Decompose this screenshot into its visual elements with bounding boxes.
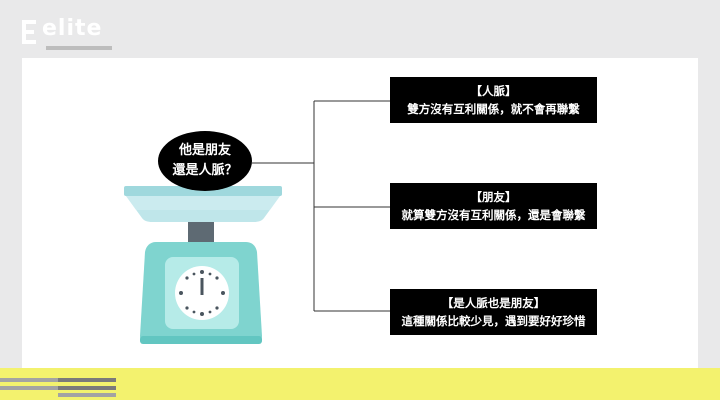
label-box-title: 【人脈】 xyxy=(470,84,517,98)
decor-line xyxy=(0,386,58,390)
center-question-line1: 他是朋友 xyxy=(178,143,231,158)
decor-line xyxy=(58,378,116,382)
label-box-body: 這種關係比較少見，遇到要好好珍惜 xyxy=(401,314,586,328)
connector-lines xyxy=(252,100,390,312)
center-question-line2: 還是人脈？ xyxy=(172,163,238,178)
label-box-title: 【是人脈也是朋友】 xyxy=(441,296,546,310)
center-question-bubble: 他是朋友 還是人脈？ xyxy=(158,131,252,191)
label-box-title: 【朋友】 xyxy=(470,190,517,204)
logo-underline xyxy=(46,46,112,50)
logo-text: elite xyxy=(42,16,103,41)
logo-mark-icon xyxy=(22,20,36,44)
label-box-both: 【是人脈也是朋友】 這種關係比較少見，遇到要好好珍惜 xyxy=(390,289,597,335)
label-box-body: 雙方沒有互利關係，就不會再聯繫 xyxy=(407,102,580,116)
label-box-friend: 【朋友】 就算雙方沒有互利關係，還是會聯繫 xyxy=(390,183,597,229)
decor-line xyxy=(58,386,116,390)
brand-logo: elite xyxy=(22,16,112,52)
scale-icon xyxy=(124,186,282,344)
label-box-network: 【人脈】 雙方沒有互利關係，就不會再聯繫 xyxy=(390,77,597,123)
bottom-highlight-band xyxy=(0,368,720,400)
decor-line xyxy=(58,393,116,397)
label-box-body: 就算雙方沒有互利關係，還是會聯繫 xyxy=(401,208,586,222)
decor-line xyxy=(0,378,58,382)
